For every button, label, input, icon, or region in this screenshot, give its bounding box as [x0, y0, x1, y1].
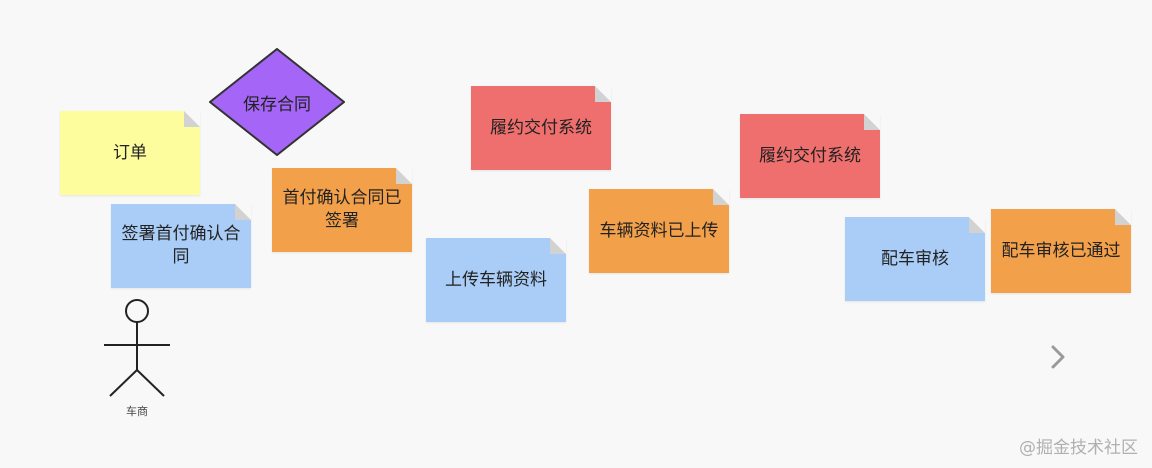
decision-label: 保存合同 — [243, 94, 311, 115]
note-fulfillment-2[interactable]: 履约交付系统 — [740, 114, 880, 198]
note-vehicle-assignment-approved[interactable]: 配车审核已通过 — [991, 209, 1131, 293]
note-label: 首付确认合同已签署 — [282, 188, 402, 231]
note-label: 配车审核已通过 — [1001, 240, 1121, 261]
note-vehicle-docs-uploaded[interactable]: 车辆资料已上传 — [589, 189, 729, 273]
chevron-right-icon — [1051, 345, 1065, 369]
note-upload-vehicle-docs[interactable]: 上传车辆资料 — [426, 238, 566, 322]
note-label: 履约交付系统 — [490, 117, 592, 138]
note-label: 车辆资料已上传 — [599, 220, 719, 241]
note-fulfillment-1[interactable]: 履约交付系统 — [471, 86, 611, 170]
watermark: @掘金技术社区 — [1019, 438, 1138, 458]
note-vehicle-assignment-review[interactable]: 配车审核 — [845, 217, 985, 301]
decision-save-contract[interactable]: 保存合同 — [208, 47, 346, 157]
note-label: 履约交付系统 — [759, 145, 861, 166]
diamond-shape — [208, 47, 346, 157]
actor-label: 车商 — [126, 405, 148, 418]
note-label: 订单 — [113, 142, 147, 163]
actor-stick-figure-icon[interactable] — [100, 296, 174, 400]
note-label: 上传车辆资料 — [445, 269, 547, 290]
note-order[interactable]: 订单 — [60, 111, 200, 195]
next-button[interactable] — [1043, 340, 1073, 374]
note-sign-first-payment[interactable]: 签署首付确认合同 — [111, 204, 251, 288]
note-label: 签署首付确认合同 — [121, 224, 241, 267]
note-contract-signed[interactable]: 首付确认合同已签署 — [272, 168, 412, 252]
note-label: 配车审核 — [881, 248, 949, 269]
